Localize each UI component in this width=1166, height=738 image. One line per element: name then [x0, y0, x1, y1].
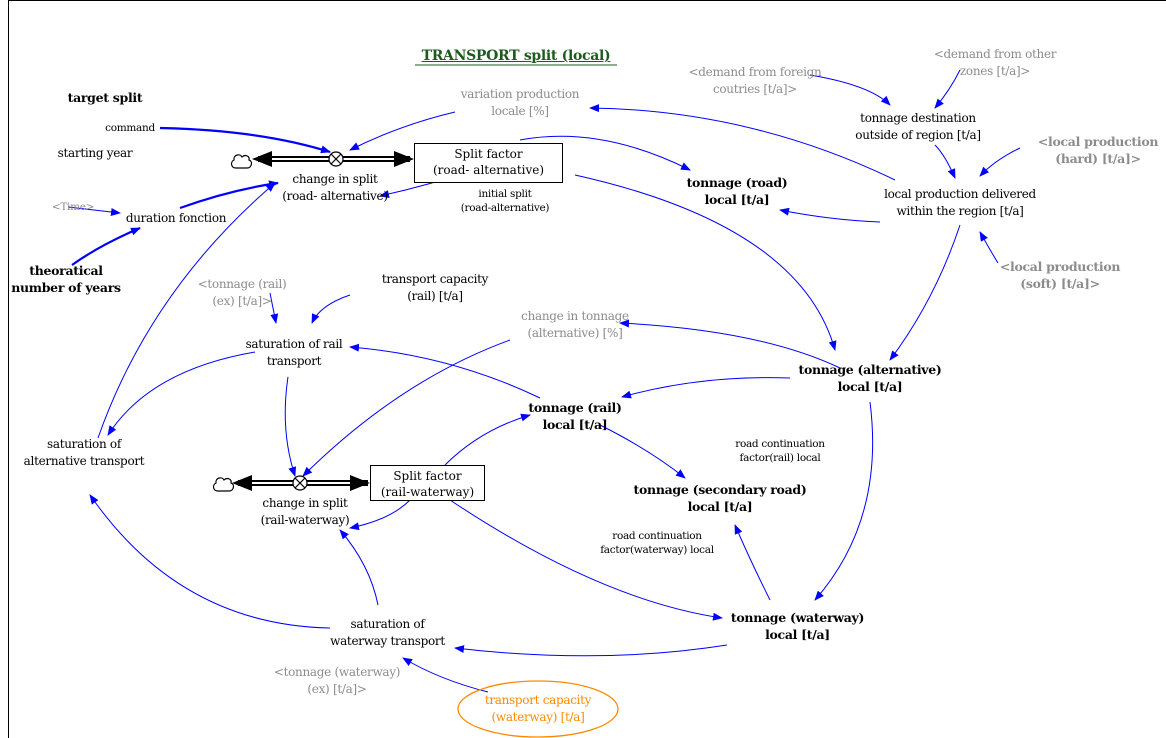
tonnage-secondary-road-label[interactable]: tonnage (secondary road) local [t/a]	[633, 482, 807, 514]
transport-capacity-waterway-label[interactable]: transport capacity (waterway) [t/a]	[484, 693, 592, 724]
split-factor-road-stock[interactable]: Split factor (road- alternative)	[414, 143, 563, 183]
flow-road	[252, 151, 414, 167]
saturation-rail-label[interactable]: saturation of rail transport	[245, 337, 343, 368]
tonnage-waterway-ex-shadow-label[interactable]: <tonnage (waterway) (ex) [t/a]>	[273, 665, 401, 696]
time-shadow-label[interactable]: <Time>	[51, 201, 95, 213]
diagram-title: TRANSPORT split (local)	[421, 48, 611, 64]
tonnage-waterway-label[interactable]: tonnage (waterway) local [t/a]	[730, 610, 865, 642]
command-label[interactable]: command	[105, 122, 155, 134]
cloud-icon	[230, 154, 253, 169]
tonnage-rail-ex-shadow-label[interactable]: <tonnage (rail) (ex) [t/a]>	[197, 277, 287, 308]
tonnage-destination-label[interactable]: tonnage destination outside of region [t…	[855, 111, 981, 142]
duration-fonction-label[interactable]: duration fonction	[125, 211, 227, 225]
target-split-label[interactable]: target split	[67, 90, 143, 105]
diagram-frame	[8, 0, 1166, 738]
transport-capacity-rail-label[interactable]: transport capacity (rail) [t/a]	[381, 272, 489, 303]
cloud-icon	[212, 477, 235, 492]
local-production-delivered-label[interactable]: local production delivered within the re…	[884, 187, 1036, 218]
road-continuation-waterway-label[interactable]: road continuation factor(waterway) local	[600, 530, 714, 556]
starting-year-label[interactable]: starting year	[57, 146, 133, 160]
road-continuation-rail-label[interactable]: road continuation factor(rail) local	[735, 438, 825, 464]
theoretical-years-label[interactable]: theoratical number of years	[11, 263, 121, 295]
transport-capacity-waterway-ellipse	[457, 680, 619, 738]
saturation-waterway-label[interactable]: saturation of waterway transport	[330, 617, 445, 648]
links	[67, 69, 1021, 693]
change-in-split-road-label[interactable]: change in split (road- alternative)	[282, 172, 388, 203]
saturation-alternative-label[interactable]: saturation of alternative transport	[23, 437, 145, 468]
tonnage-alternative-label[interactable]: tonnage (alternative) local [t/a]	[798, 362, 942, 394]
flow-rail	[232, 475, 370, 491]
split-factor-rail-stock[interactable]: Split factor (rail-waterway)	[370, 465, 485, 501]
initial-split-label[interactable]: initial split (road-alternative)	[460, 188, 550, 214]
local-production-soft-shadow-label[interactable]: <local production (soft) [t/a]>	[999, 259, 1121, 291]
local-production-hard-shadow-label[interactable]: <local production (hard) [t/a]>	[1037, 134, 1159, 166]
demand-other-shadow-label[interactable]: <demand from other zones [t/a]>	[933, 47, 1057, 78]
change-in-split-rail-label[interactable]: change in split (rail-waterway)	[260, 496, 350, 527]
change-in-tonnage-label[interactable]: change in tonnage (alternative) [%]	[521, 309, 629, 340]
variation-production-label[interactable]: variation production locale [%]	[460, 87, 580, 118]
tonnage-road-label[interactable]: tonnage (road) local [t/a]	[686, 175, 788, 207]
tonnage-rail-label[interactable]: tonnage (rail) local [t/a]	[528, 400, 622, 432]
demand-foreign-shadow-label[interactable]: <demand from foreign coutries [t/a]>	[688, 65, 822, 96]
